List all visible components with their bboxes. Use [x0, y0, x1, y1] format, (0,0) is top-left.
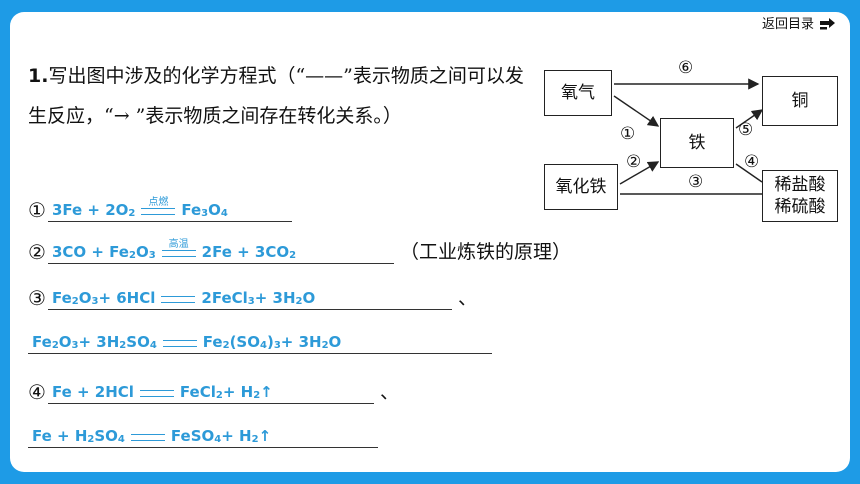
dilute-hcl-label: 稀盐酸: [774, 175, 826, 195]
oxygen-box: 氧气: [544, 70, 612, 116]
label-6: ⑥: [678, 58, 694, 78]
line-4: [735, 163, 763, 183]
answer-2-number: ②: [28, 240, 46, 264]
acids-box: 稀盐酸 稀硫酸: [762, 170, 838, 222]
diagram-arrows: [613, 78, 764, 195]
back-to-contents-link[interactable]: 返回目录: [762, 12, 836, 38]
content-card: 返回目录 1.写出图中涉及的化学方程式（“——”表示物质之间可以发生反应，“→ …: [10, 12, 850, 472]
equals-sign: [130, 434, 165, 445]
equals-sign: [139, 390, 174, 401]
equals-sign: [162, 340, 197, 351]
reaction-diagram: 氧气 氧化铁 铁 铜 稀盐酸 稀硫酸 ① ② ③ ④ ⑤ ⑥: [540, 56, 850, 226]
copper-box: 铜: [762, 76, 838, 126]
answer-1-number: ①: [28, 198, 46, 222]
label-2: ②: [626, 152, 642, 172]
arrow-2: [619, 161, 660, 185]
answer-2-note: （工业炼铁的原理）: [399, 241, 571, 263]
iron-box: 铁: [660, 118, 734, 168]
question-body: 写出图中涉及的化学方程式（“——”表示物质之间可以发生反应，“→ ”表示物质之间…: [28, 65, 524, 127]
iron-oxide-box: 氧化铁: [544, 164, 618, 210]
separator: 、: [457, 287, 477, 309]
arrow-5: [735, 109, 764, 129]
equals-sign: [161, 296, 196, 307]
separator: 、: [379, 381, 399, 403]
label-5: ⑤: [738, 120, 754, 140]
label-4: ④: [744, 152, 760, 172]
label-1: ①: [620, 124, 636, 144]
back-label: 返回目录: [761, 17, 814, 32]
equals-sign: 高温: [161, 239, 196, 261]
question-text: 1.写出图中涉及的化学方程式（“——”表示物质之间可以发生反应，“→ ”表示物质…: [28, 56, 538, 136]
dilute-h2so4-label: 稀硫酸: [774, 197, 826, 217]
answer-3-number: ③: [28, 286, 46, 310]
label-3: ③: [688, 172, 704, 192]
equals-sign: 点燃: [141, 197, 176, 219]
arrow-1: [613, 95, 660, 127]
answer-4-number: ④: [28, 380, 46, 404]
back-arrow-icon: [820, 18, 835, 30]
question-number: 1.: [28, 65, 49, 87]
